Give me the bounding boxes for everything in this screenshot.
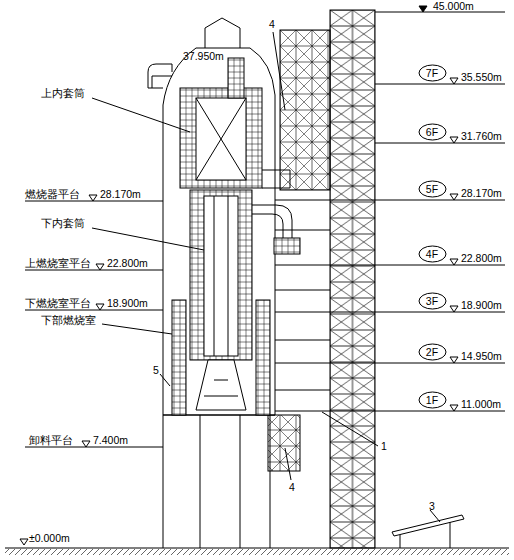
callout-number: 4 — [288, 481, 296, 493]
part-label: 上内套筒 — [40, 87, 86, 99]
elevation-mark: 22.800m — [460, 252, 503, 264]
part-label: 上燃烧室平台 — [24, 257, 92, 269]
callout-number: 1 — [380, 440, 388, 452]
floor-number: 5F — [418, 180, 447, 195]
floor-marker: 5F — [418, 180, 447, 198]
callout-number: 4 — [268, 18, 276, 30]
elevation-mark: 18.900m — [460, 299, 503, 311]
floor-marker: 2F — [418, 343, 447, 361]
elevation-mark: 14.950m — [460, 350, 503, 362]
part-label: 卸料平台 — [28, 434, 74, 446]
callout-number: 5 — [152, 364, 160, 376]
elevation-mark: 28.170m — [460, 187, 503, 199]
ellipse-shape — [419, 124, 446, 140]
floor-marker: 7F — [418, 64, 447, 82]
floor-number: 6F — [418, 123, 447, 138]
floor-number: 7F — [418, 64, 447, 79]
floor-marker: 3F — [418, 292, 447, 310]
floor-number: 2F — [418, 343, 447, 358]
elevation-mark: 22.800m — [106, 257, 149, 269]
elevation-mark: 35.550m — [460, 71, 503, 83]
ellipse-shape — [419, 246, 446, 262]
part-label: 下燃烧室平台 — [24, 297, 92, 309]
elevation-mark: 28.170m — [99, 188, 142, 200]
floor-marker: 6F — [418, 123, 447, 141]
part-label: 下内套筒 — [40, 217, 86, 229]
elevation-mark: ±0.000m — [28, 532, 71, 544]
elevation-mark: 11.000m — [460, 398, 502, 410]
elevation-mark: 7.400m — [92, 434, 129, 446]
elevation-mark: 31.760m — [460, 130, 503, 142]
ellipse-shape — [419, 344, 446, 360]
ellipse-shape — [419, 181, 446, 197]
floor-number: 4F — [418, 245, 447, 260]
floor-number: 1F — [418, 391, 447, 406]
part-label: 下部燃烧室 — [40, 314, 97, 326]
ellipse-shape — [419, 65, 446, 81]
elevation-mark: 37.950m — [182, 50, 225, 62]
part-label: 燃烧器平台 — [24, 188, 81, 200]
floor-number: 3F — [418, 292, 447, 307]
callout-number: 3 — [428, 500, 436, 512]
ellipse-shape — [419, 392, 446, 408]
floor-marker: 4F — [418, 245, 447, 263]
ellipse-shape — [419, 293, 446, 309]
floor-marker: 1F — [418, 391, 447, 409]
elevation-mark: 18.900m — [106, 297, 149, 309]
elevation-mark: 45.000m — [432, 0, 475, 12]
